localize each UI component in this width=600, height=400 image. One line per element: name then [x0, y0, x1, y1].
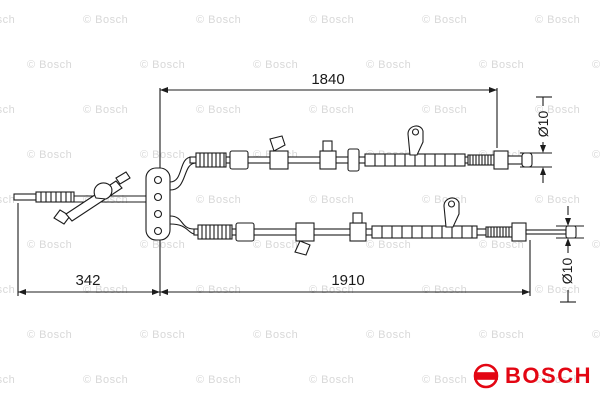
watermark-item: © Bosch [140, 149, 186, 161]
watermark-item: © Bosch [140, 59, 186, 71]
watermark-item: © Bosch [140, 329, 186, 341]
watermark-item: © Bosch [83, 284, 129, 296]
lower-cable [169, 197, 577, 256]
watermark-item: © Bosch [535, 374, 581, 386]
cable-assembly [13, 125, 577, 256]
lever-assembly [53, 171, 131, 225]
watermark-item: © Bosch [27, 329, 73, 341]
upper-cable [169, 125, 533, 191]
watermark-item: © Bosch [366, 59, 412, 71]
watermark-item: © Bosch [422, 284, 468, 296]
watermark-item: © Bosch [196, 14, 242, 26]
watermark-item: © Bosch [27, 239, 73, 251]
equalizer-bracket [145, 167, 171, 241]
watermark-item: © Bosch [0, 284, 16, 296]
watermark-item: © Bosch [253, 239, 299, 251]
watermark-item: © Bosch [535, 104, 581, 116]
watermark-item: © Bosch [27, 59, 73, 71]
dimension-left-length: 342 [17, 203, 160, 296]
watermark-item: © Bosch [309, 284, 355, 296]
watermark-item: © Bosch [0, 14, 16, 26]
watermark-item: © Bosch [592, 329, 600, 341]
dim-left-length-label: 342 [75, 272, 100, 289]
watermark-item: © Bosch [309, 374, 355, 386]
watermark-item: © Bosch [479, 329, 525, 341]
bosch-magneto-icon [473, 363, 499, 389]
dim-diameter-top-label: Ø10 [535, 111, 551, 138]
front-cable-end [13, 191, 146, 203]
watermark-item: © Bosch [83, 14, 129, 26]
watermark-item: © Bosch [196, 374, 242, 386]
watermark-item: © Bosch [422, 14, 468, 26]
dim-top-length-label: 1840 [311, 71, 344, 88]
dim-diameter-bottom-label: Ø10 [559, 258, 575, 285]
bosch-logo-text: BOSCH [505, 363, 592, 388]
watermark-item: © Bosch [535, 194, 581, 206]
watermark-item: © Bosch [83, 104, 129, 116]
dimension-diameter-top: Ø10 [520, 96, 552, 183]
dimension-diameter-bottom: Ø10 [556, 206, 584, 303]
watermark-item: © Bosch [27, 149, 73, 161]
watermark-item: © Bosch [0, 104, 16, 116]
watermark-item: © Bosch [535, 14, 581, 26]
watermark-item: © Bosch [253, 59, 299, 71]
watermark-item: © Bosch [83, 374, 129, 386]
watermark-item: © Bosch [253, 329, 299, 341]
dimension-top-length: 1840 [159, 71, 498, 296]
watermark-item: © Bosch [196, 194, 242, 206]
watermark-item: © Bosch [592, 149, 600, 161]
bosch-logo: BOSCH [473, 363, 592, 389]
watermark-item: © Bosch [0, 374, 16, 386]
watermark-item: © Bosch [366, 239, 412, 251]
watermark-item: © Bosch [309, 194, 355, 206]
watermark-item: © Bosch [479, 239, 525, 251]
watermark-item: © Bosch [309, 14, 355, 26]
watermark-item: © Bosch [196, 284, 242, 296]
watermark-item: © Bosch [422, 374, 468, 386]
watermark-item: © Bosch [422, 104, 468, 116]
watermark-item: © Bosch [309, 104, 355, 116]
watermark-item: © Bosch [592, 59, 600, 71]
watermark-item: © Bosch [0, 194, 16, 206]
dim-bottom-length-label: 1910 [331, 272, 364, 289]
watermark-item: © Bosch [196, 104, 242, 116]
watermark-item: © Bosch [140, 239, 186, 251]
dimension-bottom-length: 1910 [160, 240, 531, 296]
watermark-item: © Bosch [366, 329, 412, 341]
watermark-item: © Bosch [479, 59, 525, 71]
watermark-item: © Bosch [592, 239, 600, 251]
